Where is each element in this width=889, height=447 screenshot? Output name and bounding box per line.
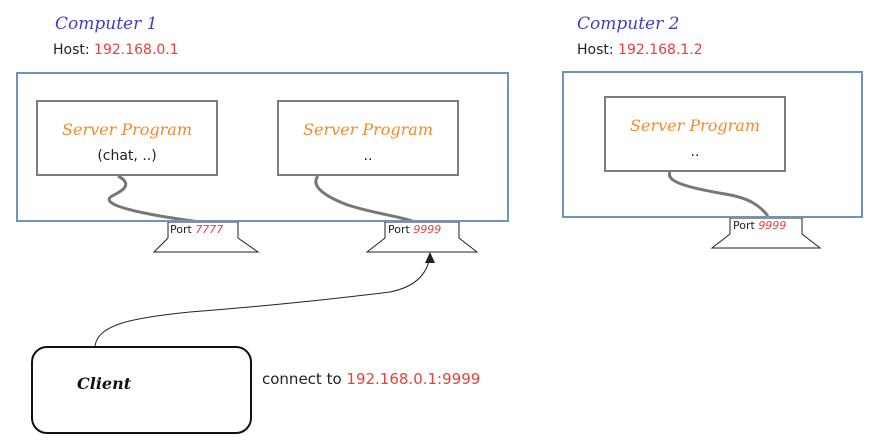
port-7777-text: Port <box>170 223 192 236</box>
server-2-title: Server Program <box>303 120 433 139</box>
port-7777-number: 7777 <box>195 223 224 236</box>
connect-instruction: connect to 192.168.0.1:9999 <box>262 370 480 388</box>
port-9999-shape-c1 <box>365 221 479 253</box>
computer-2-server-1: Server Program .. <box>604 96 786 172</box>
server-1-title: Server Program <box>62 120 192 139</box>
server-3-subtitle: .. <box>690 144 700 160</box>
port-9999-number-c1: 9999 <box>413 223 442 236</box>
connect-text: connect to <box>262 370 342 388</box>
computer-1-host-label: Host: <box>53 42 90 58</box>
computer-1-port-9999-label: Port 9999 <box>388 223 441 236</box>
client-connection-arrowhead <box>425 252 435 263</box>
cable-server3-port9999 <box>667 171 770 217</box>
connect-target: 192.168.0.1:9999 <box>346 370 481 388</box>
computer-1-title: Computer 1 <box>55 14 158 34</box>
server-2-subtitle: .. <box>363 148 373 164</box>
computer-1-server-1: Server Program (chat, ..) <box>36 100 218 176</box>
server-3-title: Server Program <box>630 116 760 135</box>
cable-server1-port7777 <box>107 174 201 224</box>
port-9999-number-c2: 9999 <box>758 219 787 232</box>
port-9999-shape-c2 <box>710 217 822 249</box>
server-1-subtitle: (chat, ..) <box>97 148 157 164</box>
client-label: Client <box>77 374 132 393</box>
computer-1-host: Host: 192.168.0.1 <box>53 42 179 58</box>
client-box <box>31 346 252 434</box>
computer-2-host: Host: 192.168.1.2 <box>577 42 703 58</box>
computer-2-title: Computer 2 <box>577 14 680 34</box>
computer-1-port-7777-label: Port 7777 <box>170 223 223 236</box>
computer-2-box <box>562 71 863 218</box>
port-7777-shape <box>152 221 260 253</box>
port-9999-text-c2: Port <box>733 219 755 232</box>
computer-1-host-ip: 192.168.0.1 <box>94 42 179 58</box>
computer-1-server-2: Server Program .. <box>277 100 459 176</box>
computer-2-host-label: Host: <box>577 42 614 58</box>
cable-server2-port9999 <box>314 175 416 224</box>
computer-2-host-ip: 192.168.1.2 <box>618 42 703 58</box>
computer-2-port-9999-label: Port 9999 <box>733 219 786 232</box>
port-9999-text-c1: Port <box>388 223 410 236</box>
computer-1-box <box>16 72 509 222</box>
client-connection-line <box>94 255 431 347</box>
